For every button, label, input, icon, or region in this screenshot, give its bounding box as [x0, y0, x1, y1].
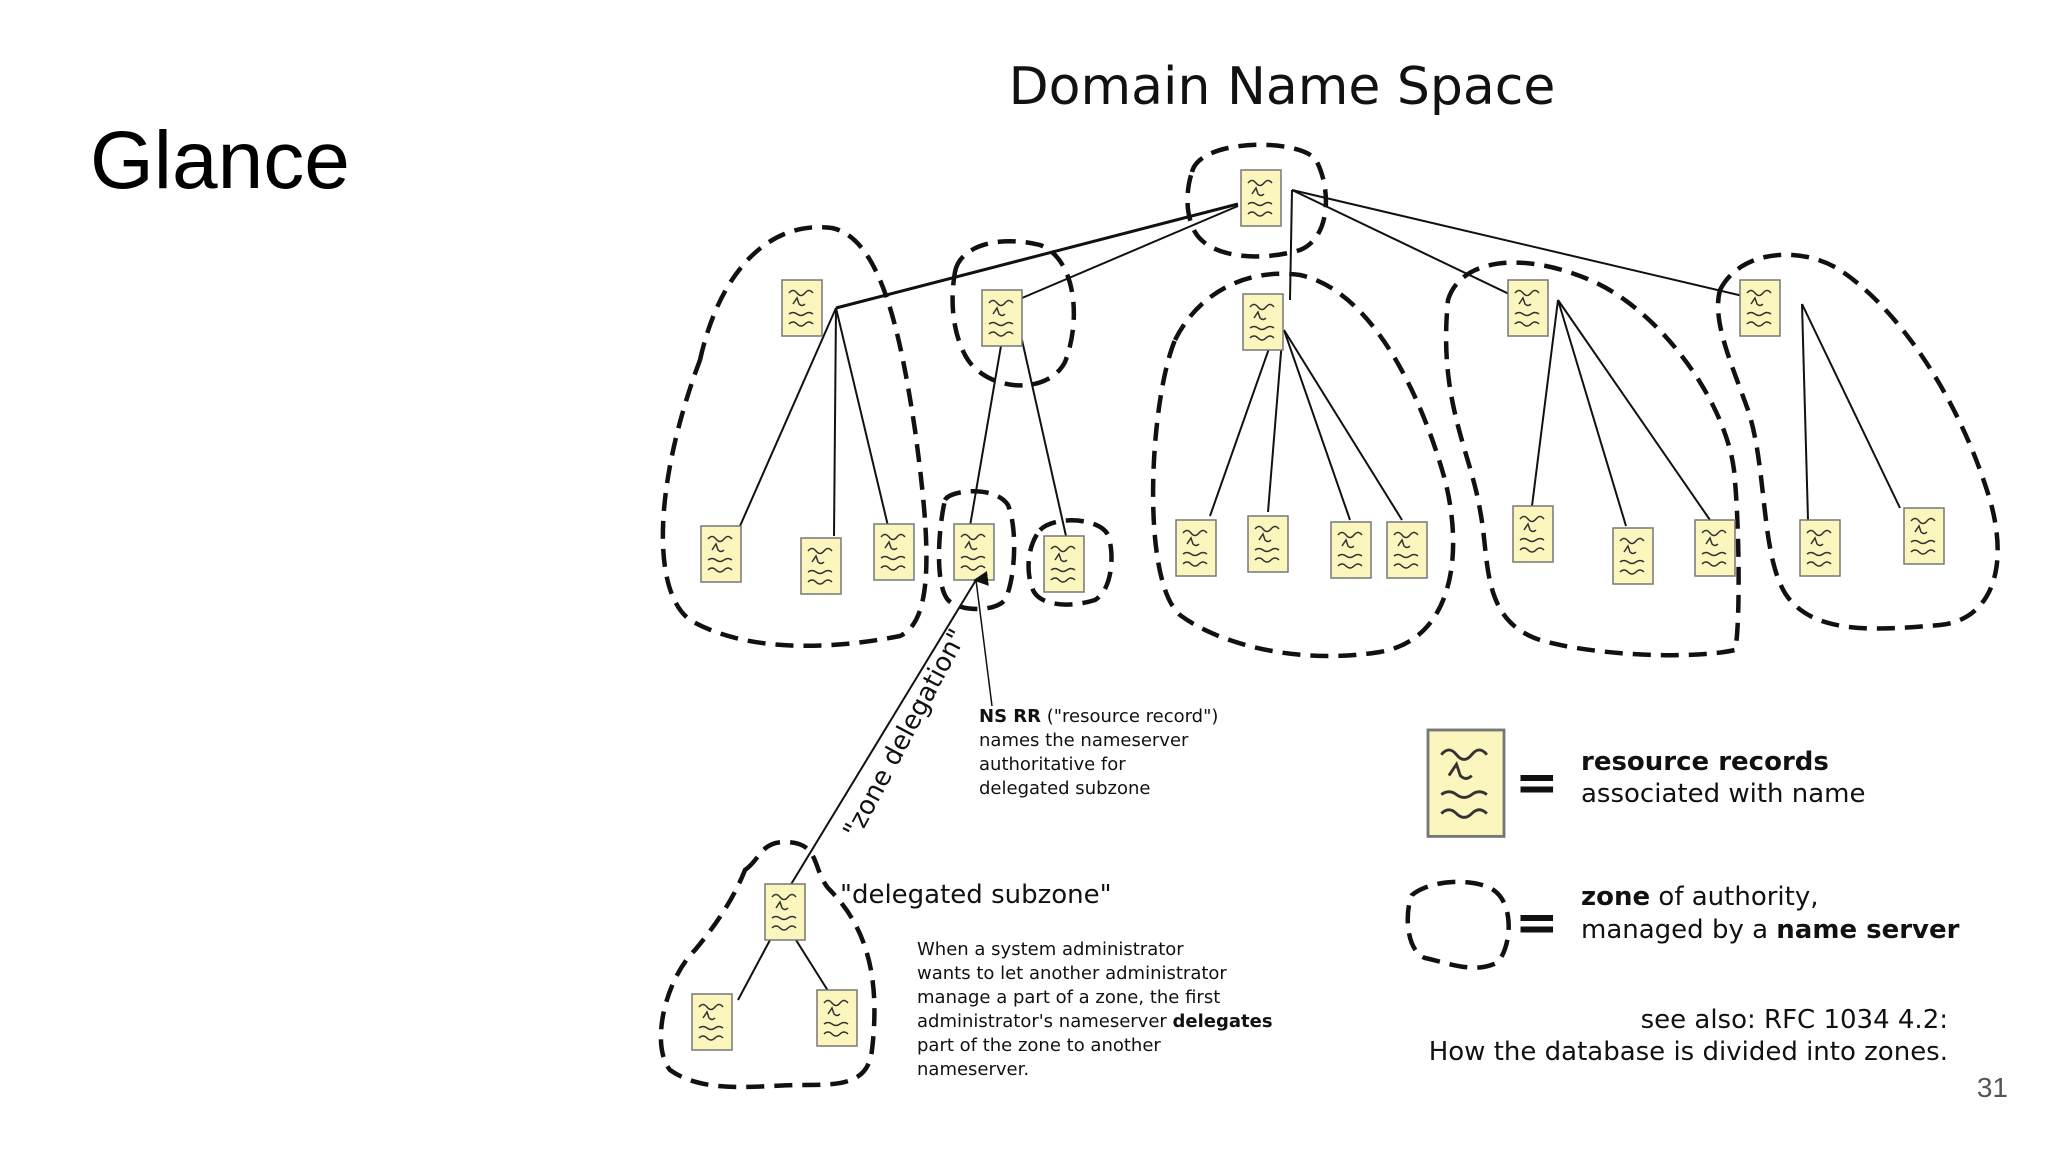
zone-center: [1150, 271, 1456, 659]
see-also-line2: How the database is divided into zones.: [1429, 1037, 1948, 1067]
legend-record-icon: [1426, 728, 1506, 838]
rr-root: [1240, 169, 1282, 227]
rr-right2: [1739, 279, 1781, 337]
edges: [737, 189, 1901, 1001]
zone-left: [660, 224, 929, 649]
admin-note-line4: administrator's nameserver: [917, 1011, 1173, 1032]
rr-l1: [700, 525, 742, 583]
svg-text:managed by a name server: managed by a name server: [1581, 915, 1960, 945]
rr-r2a: [1799, 519, 1841, 577]
rr-center: [1242, 293, 1284, 351]
rr-sub-right: [816, 989, 858, 1047]
diagram-title: Domain Name Space: [1009, 57, 1556, 117]
rr-r1a: [1512, 505, 1554, 563]
admin-note-line3: manage a part of a zone, the first: [917, 987, 1220, 1008]
legend-rr-bold: resource records: [1581, 747, 1829, 777]
svg-text:NS RR ("resource record"): NS RR ("resource record"): [979, 706, 1218, 727]
admin-note-line2: wants to let another administrator: [917, 963, 1227, 984]
admin-note: When a system administrator wants to let…: [917, 939, 1273, 1080]
ns-rr-line4: delegated subzone: [979, 778, 1150, 799]
zone-root: [1185, 142, 1329, 259]
zone-small-top: [950, 238, 1077, 388]
admin-note-line5: part of the zone to another: [917, 1035, 1161, 1056]
legend-zone-rest: of authority,: [1650, 882, 1818, 912]
ns-rr-rest: ("resource record"): [1041, 706, 1218, 727]
zone-delegation-label: "zone delegation": [838, 624, 973, 843]
slide-title: Glance: [90, 115, 350, 206]
admin-note-delegates: delegates: [1173, 1011, 1273, 1032]
admin-note-line6: nameserver.: [917, 1059, 1029, 1080]
svg-text:administrator's nameserver del: administrator's nameserver delegates: [917, 1011, 1273, 1032]
legend-zone-line2: managed by a: [1581, 915, 1776, 945]
rr-sm: [1043, 535, 1085, 593]
zone-right1: [1443, 260, 1741, 658]
delegated-subzone-label: "delegated subzone": [840, 880, 1112, 910]
zone-small-child: [1026, 518, 1114, 607]
legend-zone-bold: zone: [1581, 882, 1650, 912]
rr-c1: [1175, 519, 1217, 577]
rr-l3: [873, 523, 915, 581]
rr-sub-left: [691, 993, 733, 1051]
rr-sub-root: [764, 883, 806, 941]
ns-arrow: [973, 571, 993, 707]
rr-right1: [1507, 279, 1549, 337]
rr-r1c: [1694, 519, 1736, 577]
rr-r2b: [1903, 507, 1945, 565]
zone-right2: [1715, 252, 2000, 631]
legend-record-equals: =: [1515, 753, 1559, 813]
ns-rr-bold: NS RR: [979, 706, 1041, 727]
zone-delegated-subzone: [658, 839, 877, 1090]
svg-text:zone of authority,: zone of authority,: [1581, 882, 1818, 912]
rr-c2: [1247, 515, 1289, 573]
zone-ns-child: [936, 489, 1017, 612]
legend-zone: = zone of authority, managed by a name s…: [1405, 879, 1960, 970]
rr-c4: [1386, 521, 1428, 579]
see-also: see also: RFC 1034 4.2: How the database…: [1429, 1005, 1948, 1067]
rr-l2: [800, 537, 842, 595]
rr-r1b: [1612, 527, 1654, 585]
see-also-line1: see also: RFC 1034 4.2:: [1641, 1005, 1948, 1035]
page-number: 31: [1976, 1072, 2008, 1103]
ns-rr-line2: names the nameserver: [979, 730, 1189, 751]
rr-ns: [953, 523, 995, 581]
legend-rr-rest: associated with name: [1581, 779, 1866, 809]
rr-c3: [1330, 521, 1372, 579]
legend-zone-equals: =: [1515, 893, 1559, 953]
ns-rr-note: NS RR ("resource record") names the name…: [979, 706, 1218, 799]
admin-note-line1: When a system administrator: [917, 939, 1184, 960]
legend-records: = resource records associated with name: [1426, 728, 1866, 838]
ns-rr-line3: authoritative for: [979, 754, 1126, 775]
legend-zone-shape: [1405, 879, 1511, 970]
rr-small-top: [981, 289, 1023, 347]
zones: [658, 142, 2000, 1090]
rr-left: [781, 279, 823, 337]
legend-name-server: name server: [1776, 915, 1959, 945]
